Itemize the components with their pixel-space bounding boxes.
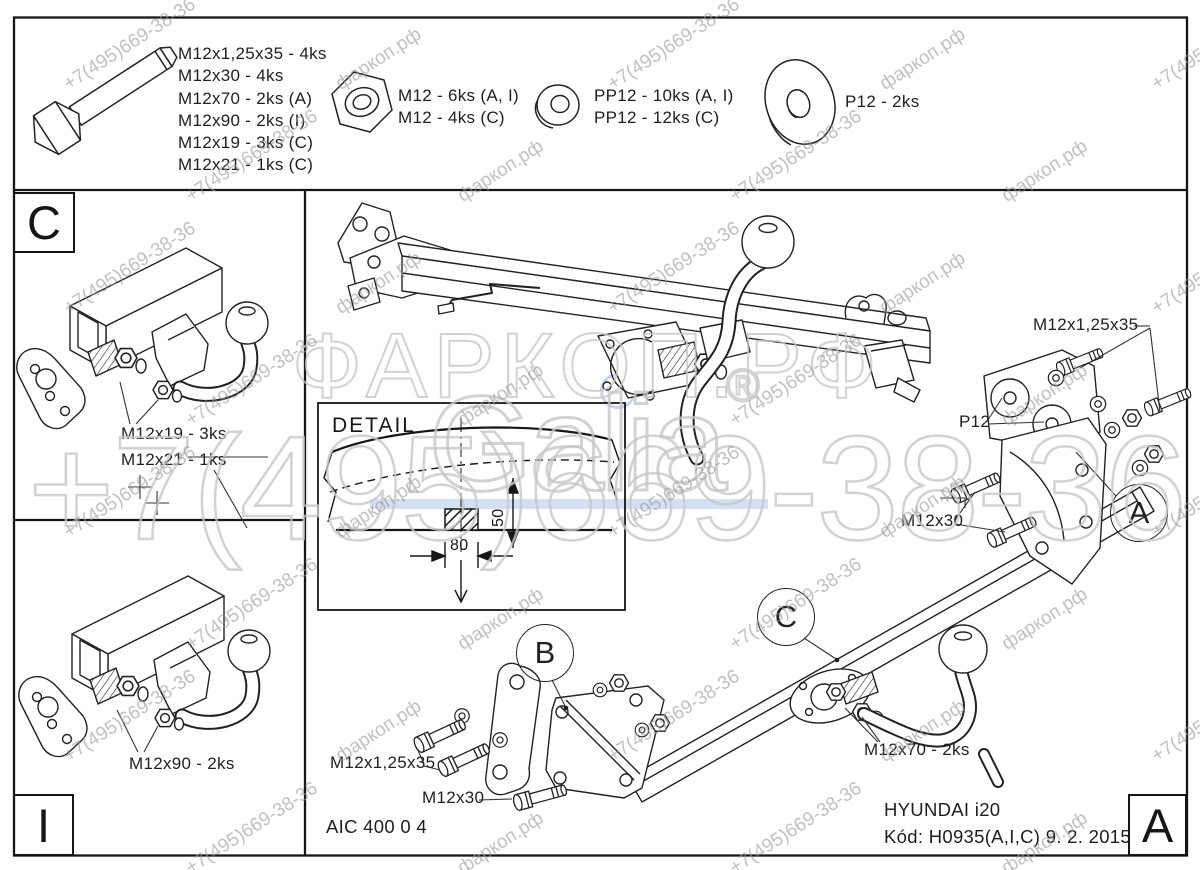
panel-i-part-label: M12x90 - 2ks	[129, 754, 235, 773]
highlight-band	[370, 499, 768, 509]
bolt-list: M12x1,25x35 - 4ks M12x30 - 4ks M12x70 - …	[178, 43, 327, 177]
panel-c-part-labels: M12x19 - 3ks M12x21 - 1ks	[121, 421, 227, 473]
panel-c-label-1: M12x19 - 3ks	[121, 424, 227, 443]
exploded-view	[411, 325, 1194, 812]
assembled-towbar-view	[337, 202, 931, 466]
bolt-list-line: M12x19 - 3ks (C)	[178, 133, 314, 153]
panel-c-label-2: M12x21 - 1ks	[121, 450, 227, 469]
bolt-list-line: M12x30 - 4ks	[178, 66, 284, 86]
bolt-list-line: M12x1,25x35 - 4ks	[178, 44, 327, 63]
right-bolt-short-label: M12x30	[901, 511, 964, 530]
nut-icon	[331, 71, 393, 133]
plate-washer-label: P12 - 2ks	[845, 92, 920, 111]
spring-washer-line: PP12 - 10ks (A, I)	[594, 86, 734, 105]
ball-bolts-label: M12x70 - 2ks	[864, 740, 970, 759]
title-block-corner-label: A	[1128, 794, 1187, 856]
right-plate-washer-label: P12	[959, 412, 991, 431]
sheet-borders	[12, 16, 1189, 857]
bolt-icon	[32, 46, 178, 156]
right-bolt-long-label: M12x1,25x35	[1033, 315, 1139, 334]
bolt-list-line: M12x70 - 2ks (A)	[178, 88, 313, 108]
bolt-list-line: M12x90 - 2ks (I)	[178, 110, 306, 130]
panel-i-corner-label: I	[13, 794, 74, 856]
spring-washer-list: PP12 - 10ks (A, I) PP12 - 12ks (C)	[594, 85, 734, 130]
nut-list-line: M12 - 4ks (C)	[398, 108, 505, 128]
callout-a: A	[1110, 484, 1168, 542]
nut-list-line: M12 - 6ks (A, I)	[398, 86, 519, 105]
detail-width-dim: 80	[450, 537, 469, 554]
detail-title: DETAIL	[332, 414, 416, 437]
panel-i-assembly	[19, 576, 270, 757]
nut-list: M12 - 6ks (A, I) M12 - 4ks (C)	[398, 85, 519, 130]
left-bolt-short-label: M12x30	[422, 788, 485, 807]
panel-c-corner-label: C	[13, 192, 75, 253]
callout-c: C	[757, 588, 815, 646]
code-date: Kód: H0935(A,I,C) 9. 2. 2015	[884, 826, 1131, 847]
detail-view-box	[317, 402, 626, 611]
plate-washer-icon	[764, 59, 836, 146]
panel-c-assembly	[17, 248, 268, 529]
bolt-list-line: M12x21 - 1ks (C)	[178, 155, 314, 175]
spring-washer-line: PP12 - 12ks (C)	[594, 108, 720, 128]
left-bolt-long-label: M12x1,25x35	[330, 753, 436, 772]
callout-b: B	[516, 624, 574, 682]
spring-washer-icon	[534, 84, 580, 129]
detail-height-dim: 50	[490, 508, 507, 527]
doc-number: AIC 400 0 4	[326, 816, 428, 837]
vehicle-model: HYUNDAI i20	[884, 799, 1001, 820]
